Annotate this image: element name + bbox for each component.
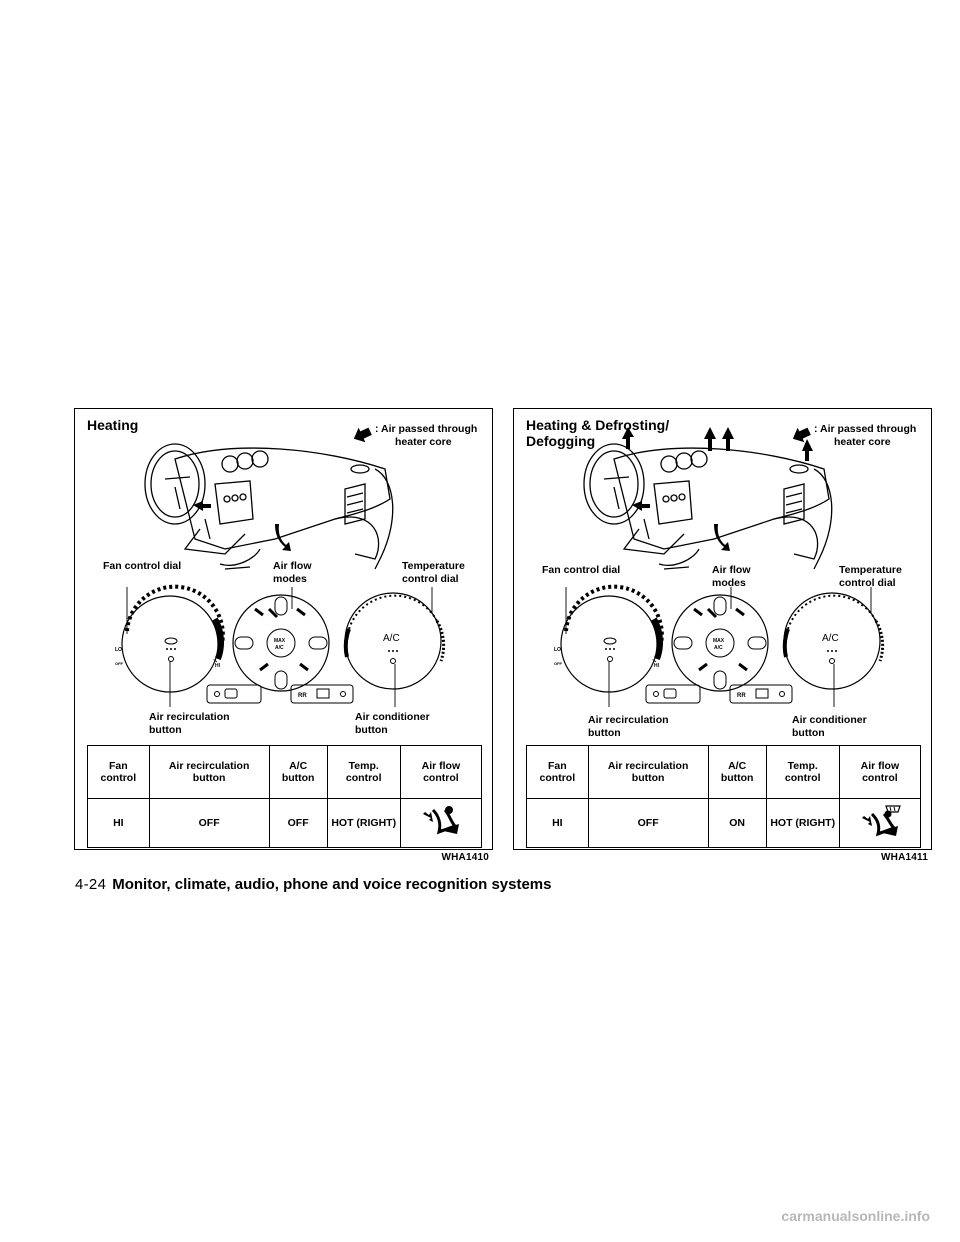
table-row: HI OFF OFF HOT (RIGHT) — [87, 798, 483, 848]
fan-dial-label: Fan control dial — [103, 560, 182, 572]
page-number: 4-24 — [75, 876, 107, 893]
table-cell-airflow — [838, 798, 922, 848]
ac-mark: A/C — [822, 633, 839, 644]
table-header: Air flow control — [838, 745, 922, 799]
temperature-control-dial[interactable] — [782, 592, 885, 690]
figure-heating: Heating : Air passed through heater core — [74, 408, 493, 863]
table-cell: HI — [526, 798, 589, 848]
max-ac-label: MAX — [713, 638, 725, 644]
recirculation-button-label: Air recirculation button — [588, 714, 669, 739]
legend: : Air passed through heater core — [353, 423, 490, 449]
ac-button-label: Air conditioner button — [792, 714, 867, 739]
table-cell: HOT (RIGHT) — [326, 798, 401, 848]
rr-mark: RR — [298, 693, 307, 699]
figure-title: Heating & Defrosting/ Defogging — [526, 417, 670, 449]
air-flow-mode-selector[interactable] — [232, 594, 330, 692]
fan-off-mark: OFF — [115, 661, 124, 666]
rear-defrost-button[interactable] — [290, 684, 354, 704]
recirculation-button-label: Air recirculation button — [149, 711, 230, 736]
max-ac-label: MAX — [274, 638, 286, 644]
temperature-dial-label: Temperature control dial — [402, 560, 465, 585]
table-header: Fan control — [87, 745, 150, 799]
figure-heating-defrosting: Heating & Defrosting/ Defogging : Air pa… — [513, 408, 932, 863]
table-header: Fan control — [526, 745, 589, 799]
page-footer: 4-24 Monitor, climate, audio, phone and v… — [75, 876, 551, 894]
dashboard-illustration: LO OFF HI MAX A/C A/C — [554, 427, 885, 707]
front-defrost-button[interactable] — [645, 684, 701, 704]
watermark: carmanualsonline.info — [781, 1208, 930, 1224]
table-header-row: Fan control Air recirculation button A/C… — [87, 745, 483, 799]
table-header: A/C button — [707, 745, 767, 799]
table-header: Air recirculation button — [148, 745, 270, 799]
rr-mark: RR — [737, 693, 746, 699]
table-cell: OFF — [148, 798, 270, 848]
legend-text: : Air passed through heater core — [375, 423, 478, 448]
table-header: Air recirculation button — [587, 745, 709, 799]
rear-defrost-button[interactable] — [729, 684, 793, 704]
legend-text: : Air passed through heater core — [814, 423, 917, 448]
temperature-control-dial[interactable] — [343, 592, 446, 690]
fan-dial-label: Fan control dial — [542, 564, 621, 576]
fan-control-dial[interactable] — [560, 584, 664, 693]
table-cell: HI — [87, 798, 150, 848]
fan-hi-mark: HI — [654, 663, 660, 669]
heated-air-arrow-icon — [353, 427, 372, 443]
temperature-dial-label: Temperature control dial — [839, 564, 902, 589]
table-cell-airflow — [399, 798, 483, 848]
figure-code: WHA1410 — [441, 852, 489, 863]
front-defrost-button[interactable] — [206, 684, 262, 704]
table-header-row: Fan control Air recirculation button A/C… — [526, 745, 922, 799]
table-cell: OFF — [268, 798, 328, 848]
floor-vent-icon — [422, 805, 459, 834]
max-ac-sublabel: A/C — [714, 645, 723, 651]
ac-button-label: Air conditioner button — [355, 711, 430, 736]
table-cell: OFF — [587, 798, 709, 848]
dashboard-illustration: LO OFF HI MAX A/C A/C — [115, 443, 446, 707]
table-header: Temp. control — [326, 745, 401, 799]
section-title: Monitor, climate, audio, phone and voice… — [112, 876, 552, 893]
fan-control-dial[interactable] — [121, 584, 225, 693]
table-header: Temp. control — [765, 745, 840, 799]
figure-code: WHA1411 — [881, 852, 928, 863]
fan-lo-mark: LO — [115, 647, 122, 653]
table-header: A/C button — [268, 745, 328, 799]
fan-lo-mark: LO — [554, 647, 561, 653]
control-settings-table: Fan control Air recirculation button A/C… — [87, 745, 483, 848]
max-ac-sublabel: A/C — [275, 645, 284, 651]
figure-title: Heating — [87, 417, 139, 433]
table-cell: HOT (RIGHT) — [765, 798, 840, 848]
table-row: HI OFF ON HOT (RIGHT) — [526, 798, 922, 848]
fan-off-mark: OFF — [554, 661, 563, 666]
heated-air-arrow-icon — [792, 427, 811, 443]
table-cell: ON — [707, 798, 767, 848]
table-header: Air flow control — [399, 745, 483, 799]
fan-hi-mark: HI — [215, 663, 221, 669]
ac-mark: A/C — [383, 633, 400, 644]
air-flow-mode-selector[interactable] — [671, 594, 769, 692]
legend: : Air passed through heater core — [792, 423, 929, 449]
air-flow-modes-label: Air flow modes — [273, 560, 312, 585]
floor-defrost-vent-icon — [861, 804, 901, 836]
air-flow-modes-label: Air flow modes — [712, 564, 751, 589]
control-settings-table: Fan control Air recirculation button A/C… — [526, 745, 922, 848]
